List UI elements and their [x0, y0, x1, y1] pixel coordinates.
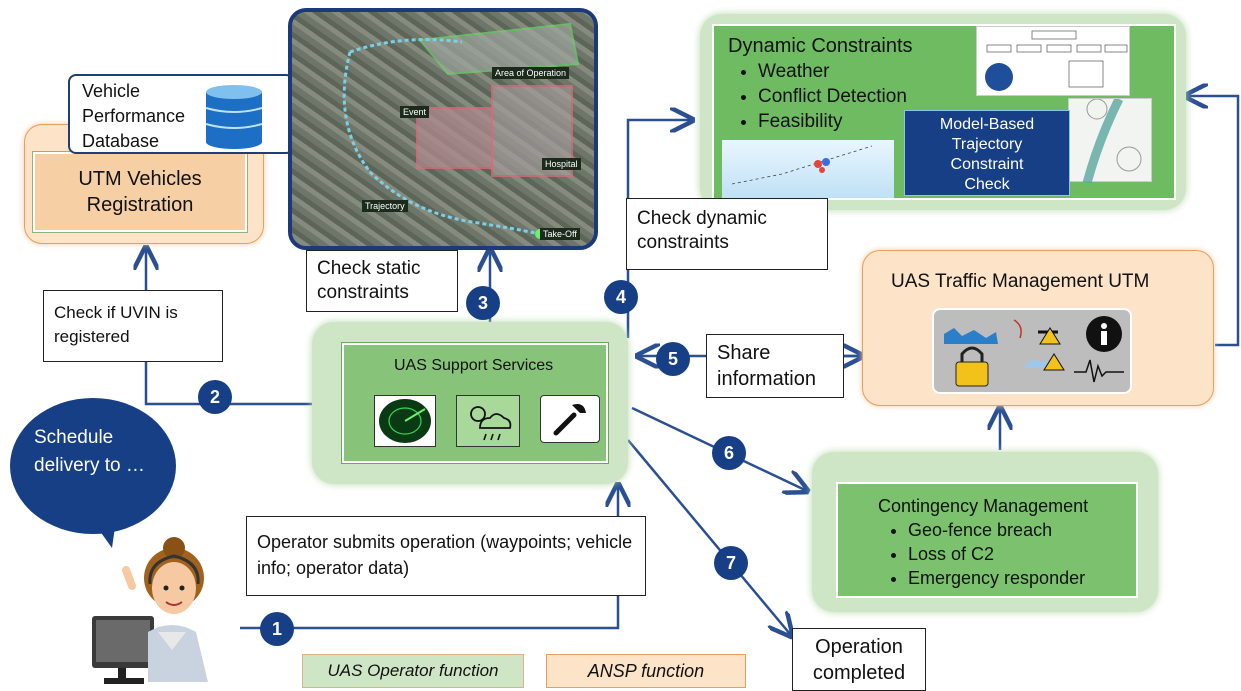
- dynamic-item: Weather: [758, 59, 1174, 84]
- map-trajectory-label: Trajectory: [362, 200, 408, 212]
- check-uvin-text: Check if UVIN is registered: [54, 303, 178, 346]
- legend-ansp-function: ANSP function: [546, 654, 746, 688]
- share-label: Share information: [706, 334, 844, 398]
- vehicle-db-box: Vehicle Performance Database: [68, 74, 294, 154]
- contingency-title: Contingency Management: [878, 496, 1089, 516]
- check-uvin-label: Check if UVIN is registered: [43, 290, 223, 362]
- database-icon: [205, 85, 263, 149]
- check-dynamic-label: Check dynamic constraints: [626, 198, 828, 270]
- step-3-badge: 3: [466, 286, 500, 320]
- vehicle-db-label: Vehicle Performance Database: [82, 81, 186, 151]
- flowchart-thumbnail: [976, 26, 1130, 96]
- dynamic-list: Weather Conflict Detection Feasibility: [728, 59, 1174, 134]
- map-event-label: Event: [400, 106, 430, 118]
- operator-illustration: [92, 537, 208, 684]
- legend-operator-text: UAS Operator function: [327, 661, 499, 680]
- completed-text: Operation completed: [812, 636, 906, 684]
- operator-submits-label: Operator submits operation (waypoints; v…: [246, 516, 646, 596]
- trajectory-thumbnail: [1068, 96, 1152, 185]
- dynamic-item: Conflict Detection: [758, 84, 1174, 109]
- step-4-badge: 4: [604, 280, 638, 314]
- check-static-label: Check static constraints: [306, 250, 458, 312]
- legend-operator-function: UAS Operator function: [302, 654, 524, 688]
- step-6-badge: 6: [712, 436, 746, 470]
- registration-title: UTM Vehicles Registration: [78, 168, 202, 216]
- support-title: UAS Support Services: [394, 357, 554, 374]
- weather-icon: [456, 395, 520, 447]
- wrench-icon: [540, 395, 600, 443]
- share-text: Share information: [717, 342, 816, 390]
- bubble-tail: [92, 520, 116, 548]
- step-7-badge: 7: [714, 546, 748, 580]
- map-hospital-label: Hospital: [542, 158, 581, 170]
- contingency-item: Emergency responder: [908, 566, 1136, 590]
- contingency-item: Geo-fence breach: [908, 518, 1136, 542]
- operator-submits-text: Operator submits operation (waypoints; v…: [257, 532, 633, 578]
- schedule-text: Schedule delivery to …: [34, 427, 145, 476]
- check-dynamic-text: Check dynamic constraints: [637, 208, 767, 253]
- step-5-badge: 5: [656, 342, 690, 376]
- legend-ansp-text: ANSP function: [587, 660, 705, 681]
- contingency-list: Geo-fence breach Loss of C2 Emergency re…: [878, 518, 1136, 590]
- contingency-item: Loss of C2: [908, 542, 1136, 566]
- utm-title: UAS Traffic Management UTM: [891, 271, 1150, 292]
- check-static-text: Check static constraints: [317, 258, 421, 303]
- contingency-box: Contingency Management Geo-fence breach …: [836, 482, 1138, 598]
- model-check-box: Model-Based Trajectory Constraint Check: [904, 110, 1070, 196]
- schedule-bubble: Schedule delivery to …: [10, 398, 176, 534]
- registration-box: UTM Vehicles Registration: [32, 151, 248, 233]
- scatter-thumbnail: [722, 140, 894, 198]
- radar-icon: [374, 395, 436, 447]
- map-takeoff-label: Take-Off: [540, 228, 580, 240]
- step-2-badge: 2: [198, 380, 232, 414]
- model-check-label: Model-Based Trajectory Constraint Check: [939, 116, 1035, 193]
- completed-label: Operation completed: [792, 628, 926, 691]
- utm-icons-box: [932, 308, 1132, 394]
- static-map: Area of Operation Event Hospital Traject…: [288, 8, 598, 250]
- dynamic-title: Dynamic Constraints: [728, 35, 913, 57]
- map-area-label: Area of Operation: [492, 67, 570, 79]
- step-1-badge: 1: [260, 612, 294, 646]
- support-box: UAS Support Services: [341, 342, 609, 464]
- dynamic-item: Feasibility: [758, 109, 1174, 134]
